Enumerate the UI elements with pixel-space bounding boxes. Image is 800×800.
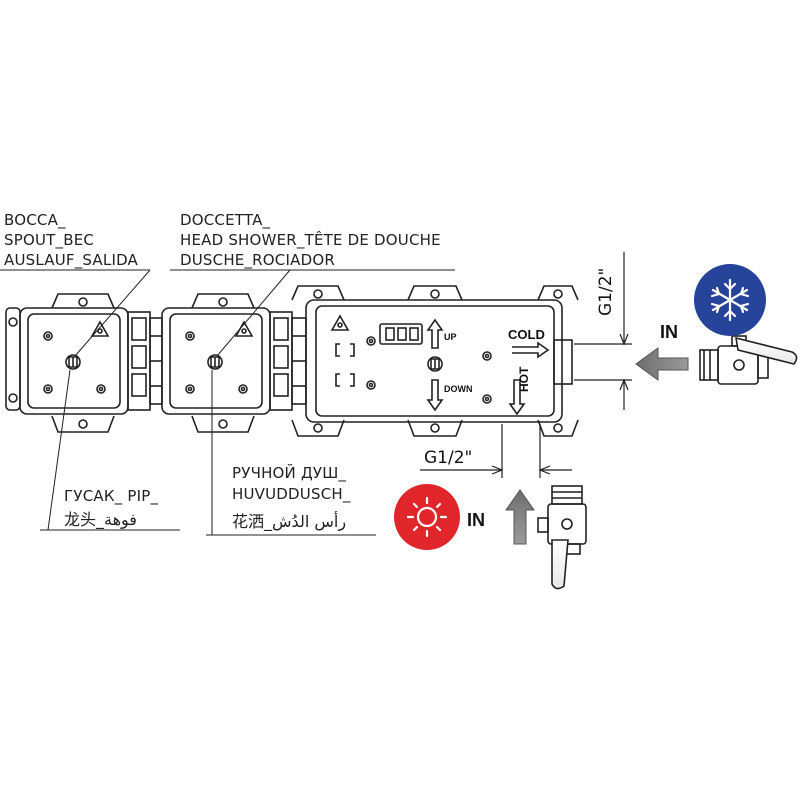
spout-label-line3: AUSLAUF_SALIDA [4, 251, 139, 269]
mixer-body [291, 285, 579, 437]
dimension-lines [420, 252, 632, 478]
cold-inlet-valve [699, 335, 798, 385]
cold-marking: COLD [508, 327, 545, 342]
hand-shower-label-line2: HUVUDDUSCH_ [232, 485, 351, 503]
spout-module [5, 293, 163, 433]
head-shower-module [161, 293, 307, 433]
cold-flow-arrow [635, 347, 689, 381]
cold-in-label: IN [660, 322, 678, 342]
spout-label-line1: BOCCA_ [4, 211, 66, 229]
down-marking: DOWN [444, 384, 473, 394]
spout-bottom-label-line1: ГУСАК_ PIP_ [64, 487, 159, 505]
hand-shower-label-line1: РУЧНОЙ ДУШ_ [232, 464, 347, 482]
spout-bottom-label-line2: 龙头_فوهة [64, 510, 137, 529]
hand-shower-label-line3: 花洒_رأس الدُش [232, 512, 347, 531]
head-shower-label-line2: HEAD SHOWER_TÊTE DE DOUCHE [180, 231, 441, 249]
hot-in-label: IN [467, 510, 485, 530]
head-shower-label-line1: DOCCETTA_ [180, 211, 271, 229]
leader-lines [0, 269, 455, 536]
spout-label-line2: SPOUT_BEC [4, 231, 95, 249]
hot-marking: HOT [517, 366, 531, 392]
up-marking: UP [444, 332, 457, 342]
hot-flow-arrow [505, 489, 535, 545]
sun-icon [394, 484, 460, 550]
snowflake-icon [694, 264, 766, 336]
cold-thread-size: G1/2" [596, 267, 616, 316]
hot-inlet-valve [537, 485, 587, 590]
head-shower-label-line3: DUSCHE_ROCIADOR [180, 251, 335, 269]
hot-thread-size: G1/2" [424, 448, 473, 468]
